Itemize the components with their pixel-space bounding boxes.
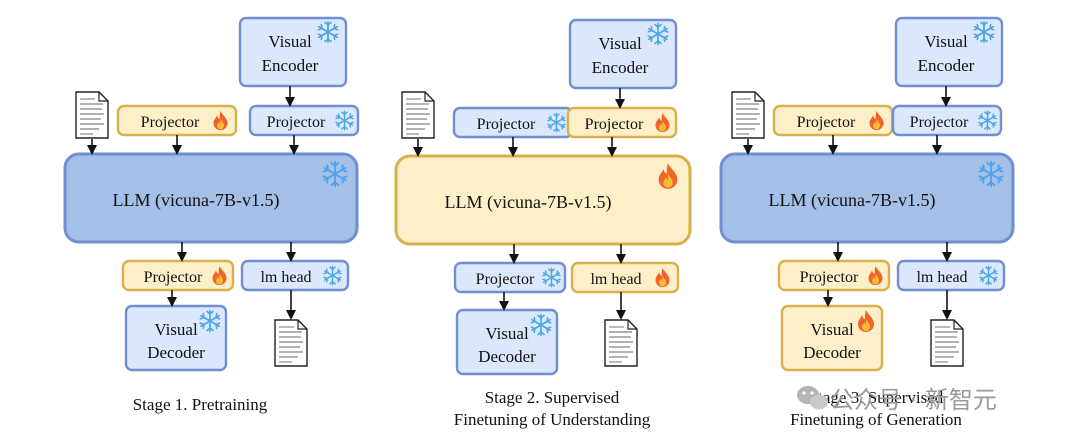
output-projector-label: Projector (476, 271, 535, 288)
llm-label: LLM (vicuna-7B-v1.5) (769, 190, 936, 211)
input-document-icon (401, 91, 435, 139)
lm-head-label: lm head (260, 269, 311, 286)
output-projector-label: Projector (144, 269, 203, 286)
llm-label: LLM (vicuna-7B-v1.5) (445, 192, 612, 213)
llm-box: LLM (vicuna-7B-v1.5) (394, 154, 692, 246)
llm-label: LLM (vicuna-7B-v1.5) (113, 190, 280, 211)
visual-decoder-label-line1: Visual (485, 324, 529, 343)
visual-decoder-label-line2: Decoder (803, 343, 861, 362)
visual-projector-box: Projector (248, 104, 360, 137)
text-projector-label: Projector (797, 114, 856, 131)
output-document-icon (604, 319, 638, 367)
llm-box: LLM (vicuna-7B-v1.5) (719, 152, 1015, 244)
visual-projector-box: Projector (566, 106, 678, 139)
visual-decoder-label-line2: Decoder (147, 343, 205, 362)
text-projector-box: Projector (772, 104, 894, 137)
output-projector-box: Projector (777, 259, 891, 292)
text-projector-box: Projector (116, 104, 238, 137)
stage-caption-line2: Finetuning of Understanding (454, 410, 651, 429)
visual-projector-box: Projector (891, 104, 1003, 137)
visual-decoder-label-line1: Visual (154, 320, 198, 339)
visual-decoder-label-line2: Decoder (478, 347, 536, 366)
text-projector-box: Projector (452, 106, 574, 139)
visual-encoder-label-line2: Encoder (918, 56, 975, 75)
visual-projector-label: Projector (910, 114, 969, 131)
lm-head-box: lm head (570, 261, 680, 294)
lm-head-label: lm head (916, 269, 967, 286)
lm-head-box: lm head (896, 259, 1006, 292)
text-projector-label: Projector (141, 114, 200, 131)
visual-encoder-label-line1: Visual (268, 32, 312, 51)
visual-encoder-label-line1: Visual (598, 34, 642, 53)
stage-caption-line1: Stage 2. Supervised (485, 388, 620, 407)
input-document-icon (731, 91, 765, 139)
stage-caption-line1: Stage 1. Pretraining (133, 395, 268, 414)
visual-encoder-label-line2: Encoder (262, 56, 319, 75)
lm-head-box: lm head (240, 259, 350, 292)
stage-caption-line1: Stage 3. Supervised (809, 388, 944, 407)
output-document-icon (930, 319, 964, 367)
watermark-text: 公众号 · 新智元 (830, 386, 997, 414)
watermark: 公众号 · 新智元 (797, 386, 997, 414)
visual-projector-label: Projector (267, 114, 326, 131)
wechat-icon (797, 386, 828, 410)
input-document-icon (75, 91, 109, 139)
stage-caption-line2: Finetuning of Generation (790, 410, 962, 429)
visual-projector-label: Projector (585, 116, 644, 133)
output-projector-box: Projector (453, 261, 567, 294)
output-projector-label: Projector (800, 269, 859, 286)
output-document-icon (274, 319, 308, 367)
text-projector-label: Projector (477, 116, 536, 133)
lm-head-label: lm head (590, 271, 641, 288)
visual-decoder-label-line1: Visual (810, 320, 854, 339)
visual-encoder-label-line2: Encoder (592, 58, 649, 77)
llm-box: LLM (vicuna-7B-v1.5) (63, 152, 359, 244)
visual-encoder-label-line1: Visual (924, 32, 968, 51)
output-projector-box: Projector (121, 259, 235, 292)
